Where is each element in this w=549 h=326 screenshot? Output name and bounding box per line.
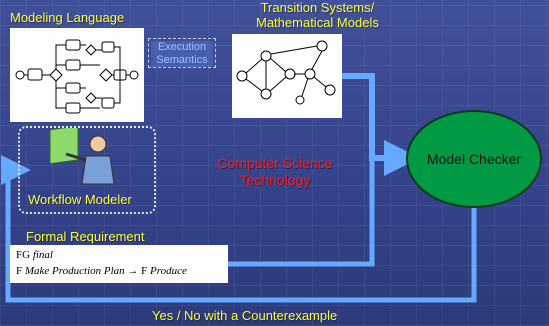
execution-label: Execution <box>151 41 213 54</box>
transition-systems-line1: Transition Systems/ <box>260 0 375 15</box>
formula-line-1: FG final <box>16 247 222 263</box>
computer-science-line1: Computer Science <box>217 155 333 171</box>
transition-system-graph <box>232 34 342 118</box>
workflow-diagram-graphic <box>15 39 139 114</box>
modeling-language-label: Modeling Language <box>10 10 125 25</box>
formula1-term: final <box>32 249 53 261</box>
transition-graph-graphic <box>236 40 336 105</box>
formula2-term1: Make Production Plan <box>24 265 125 277</box>
formula2-operator1: F <box>16 265 23 277</box>
computer-science-line2: Technology <box>239 172 311 188</box>
workflow-modeler-label: Workflow Modeler <box>28 192 132 207</box>
workflow-modeler-box: Workflow Modeler <box>18 126 156 214</box>
model-checker-label: Model Checker <box>426 151 522 167</box>
transition-systems-line2: Mathematical Models <box>256 15 379 30</box>
formula1-operator: FG <box>16 249 31 261</box>
workflow-diagram <box>10 28 144 122</box>
arrow-requirement-to-checker <box>228 158 375 267</box>
formula-line-2: F Make Production Plan → F Produce <box>16 263 222 279</box>
computer-science-technology-label: Computer Science Technology <box>205 155 345 189</box>
formal-requirement-label: Formal Requirement <box>26 229 145 244</box>
formula2-term2: Produce <box>150 265 187 277</box>
execution-semantics-box: Execution Semantics <box>148 38 216 68</box>
semantics-label: Semantics <box>151 54 213 67</box>
formal-requirement-box: FG final F Make Production Plan → F Prod… <box>10 245 228 283</box>
implies-arrow: → <box>127 265 139 277</box>
yes-no-counterexample-label: Yes / No with a Counterexample <box>152 308 338 323</box>
formula2-operator2: F <box>141 265 148 277</box>
arrow-models-to-checker <box>342 73 420 176</box>
arrow-feedback-to-modeler <box>1 155 477 303</box>
transition-systems-title: Transition Systems/ Mathematical Models <box>256 0 379 30</box>
model-checker-node: Model Checker <box>406 110 542 208</box>
modeler-illustration <box>49 128 115 185</box>
